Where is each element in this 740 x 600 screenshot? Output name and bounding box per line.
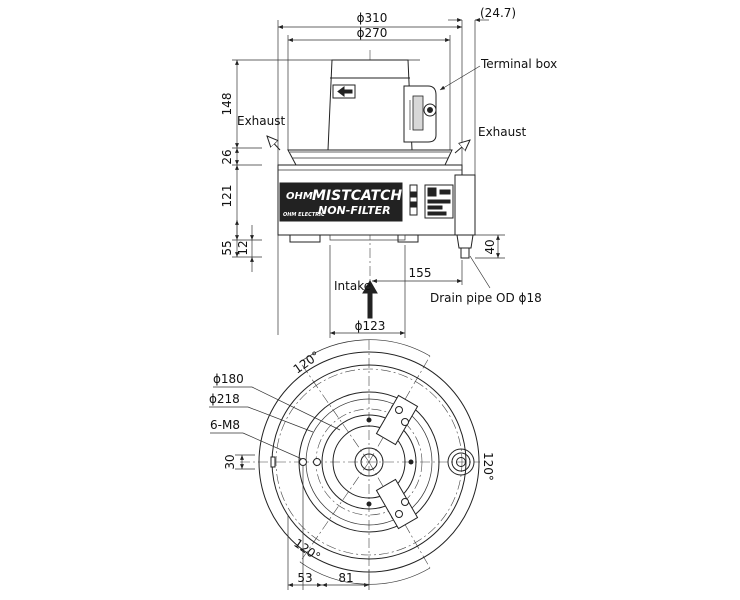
drain-housing (454, 174, 476, 236)
mount-bracket-upper (375, 394, 419, 446)
dim-h55-label: 55 (220, 240, 234, 255)
center-hub (354, 447, 384, 477)
nameplate-title: MISTCATCH (312, 188, 402, 204)
exhaust-right-label: Exhaust (478, 125, 527, 139)
nameplate-subtitle: NON-FILTER (318, 204, 391, 217)
terminal-box-label: Terminal box (480, 57, 557, 71)
mount-bracket-lower (375, 478, 419, 530)
indicator-strip (409, 184, 418, 216)
dim-w53-label: 53 (297, 571, 312, 585)
dim-d310-label: ϕ310 (357, 11, 388, 25)
intake-arrow-icon (362, 280, 378, 319)
terminal-box (403, 85, 437, 143)
intake-label: Intake (334, 279, 371, 293)
angle-arc-bottom (299, 561, 431, 585)
dim-24-7-label: (24.7) (480, 6, 516, 20)
rotation-arrow-icon (337, 86, 353, 97)
angle-top-label: 120° (291, 348, 323, 376)
dim-w155-label: 155 (409, 266, 432, 280)
dim-6m8-label: 6-M8 (210, 418, 240, 432)
front-view: ϕ310 ϕ270 (24.7) 148 26 121 55 12 40 155 (220, 6, 557, 338)
exhaust-right-arrow-icon (454, 140, 470, 154)
dim-h121-label: 121 (220, 185, 234, 208)
dim-d123-label: ϕ123 (355, 319, 386, 333)
dim-d218-label: ϕ218 (209, 392, 240, 406)
dim-diameter-310: ϕ310 (278, 11, 462, 29)
dim-offset-24-7: (24.7) (448, 6, 516, 22)
dim-diameter-270: ϕ270 (288, 26, 450, 42)
dim-h148-label: 148 (220, 93, 234, 116)
dim-d180-label: ϕ180 (213, 372, 244, 386)
angle-arc-top (299, 339, 431, 363)
nameplate-maker: OHM ELECTRIC (283, 212, 325, 218)
nameplate (279, 182, 403, 222)
angle-right-label: 120° (481, 452, 495, 481)
drain-boss (447, 448, 475, 476)
motor-housing (327, 59, 413, 151)
drain-pipe-label: Drain pipe OD ϕ18 (430, 291, 542, 305)
dim-h12-label: 12 (236, 240, 250, 255)
brand-logo: OHM (286, 191, 313, 202)
dim-d270-label: ϕ270 (357, 26, 388, 40)
dim-h40-label: 40 (483, 239, 497, 254)
main-body: OHM MISTCATCH NON-FILTER OHM ELECTRIC (277, 164, 476, 236)
exhaust-ring (287, 149, 453, 166)
dim-h26-label: 26 (220, 149, 234, 164)
dim-h30-label: 30 (223, 454, 237, 469)
top-view: ϕ180 ϕ218 6-M8 30 53 81 120° 120° 120° (209, 339, 495, 590)
drain-pipe (456, 234, 474, 259)
exhaust-left-arrow-icon (267, 136, 281, 151)
exhaust-left-label: Exhaust (237, 114, 286, 128)
base-foot-right (397, 234, 419, 243)
base-foot-left (289, 234, 321, 243)
